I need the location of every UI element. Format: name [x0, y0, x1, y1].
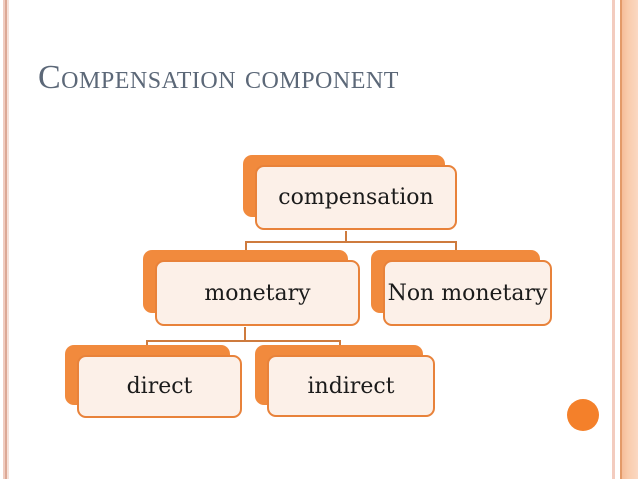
right-stripe-line-decoration — [620, 0, 622, 479]
node-direct: direct — [65, 345, 242, 418]
node-direct-box: direct — [77, 355, 242, 418]
right-pinstripe-decoration — [612, 0, 615, 479]
node-monetary-label: monetary — [204, 280, 311, 306]
node-monetary-box: monetary — [155, 260, 360, 326]
node-non-monetary-box: Non monetary — [383, 260, 552, 326]
node-compensation: compensation — [243, 155, 457, 230]
node-monetary: monetary — [143, 250, 360, 326]
node-indirect-label: indirect — [307, 373, 395, 399]
connector-compensation-stem — [345, 231, 347, 242]
node-non-monetary: Non monetary — [371, 250, 552, 326]
node-non-monetary-label: Non monetary — [387, 280, 548, 306]
connector-level3-rail — [146, 340, 341, 342]
node-compensation-label: compensation — [278, 185, 434, 210]
left-pinstripe-decoration — [3, 0, 9, 479]
page-number-dot — [567, 399, 599, 431]
node-direct-label: direct — [126, 374, 193, 399]
slide-title: Compensation component — [38, 59, 399, 96]
connector-monetary-stem — [244, 327, 246, 342]
node-indirect-box: indirect — [267, 355, 435, 417]
right-band-decoration — [622, 0, 638, 479]
node-compensation-box: compensation — [255, 165, 457, 230]
connector-level2-rail — [245, 241, 457, 243]
node-indirect: indirect — [255, 345, 435, 417]
